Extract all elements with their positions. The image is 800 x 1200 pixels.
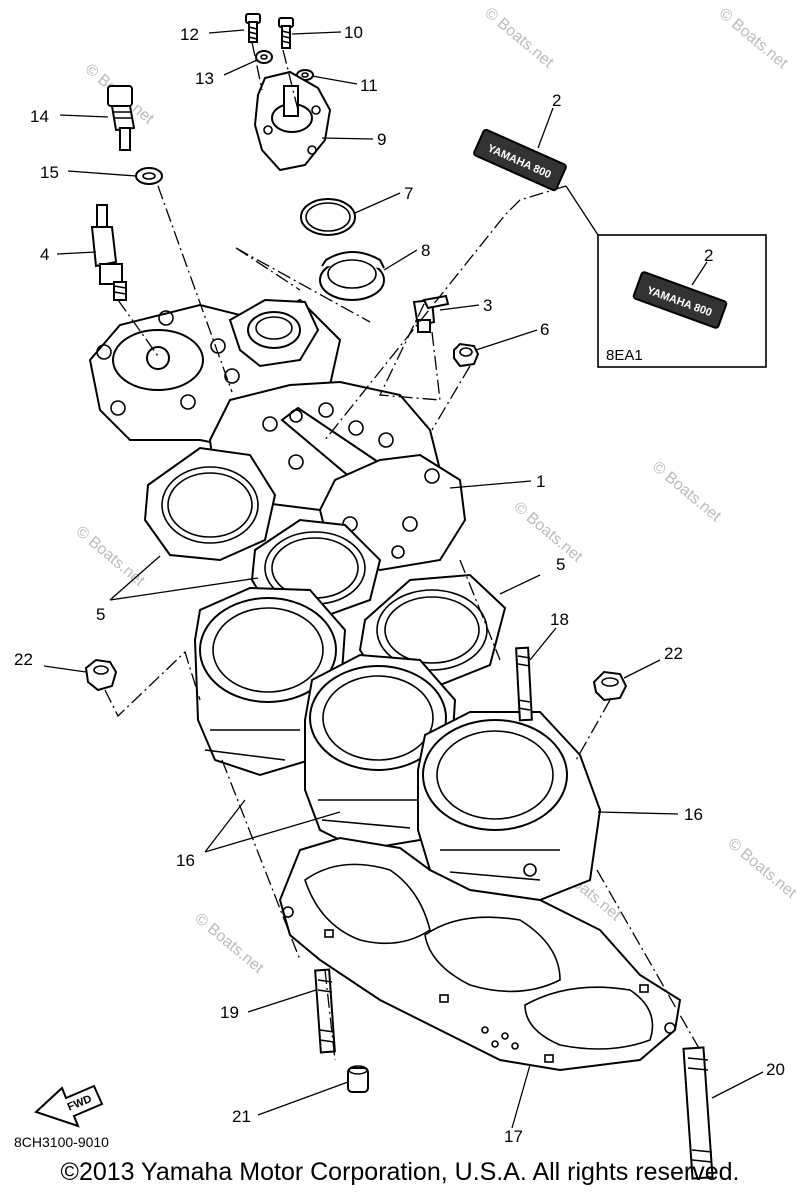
watermark-text: © Boats.net bbox=[716, 5, 792, 72]
leader-lines bbox=[43, 29, 764, 1129]
callout-1: 1 bbox=[536, 472, 545, 491]
callout-8: 8 bbox=[421, 241, 430, 260]
callout-14: 14 bbox=[30, 107, 49, 126]
callout-2-variant: 2 bbox=[704, 246, 713, 265]
callout-21: 21 bbox=[232, 1107, 251, 1126]
bolt-10 bbox=[278, 17, 294, 49]
callout-22-left: 22 bbox=[14, 650, 33, 669]
callout-16-left: 16 bbox=[176, 851, 195, 870]
stud-19 bbox=[314, 968, 336, 1054]
callout-10: 10 bbox=[344, 23, 363, 42]
assembly-lines bbox=[104, 41, 701, 1061]
o-ring-7 bbox=[300, 198, 356, 236]
callout-12: 12 bbox=[180, 25, 199, 44]
callout-16: 16 bbox=[684, 805, 703, 824]
watermark-text: © Boats.net bbox=[724, 835, 800, 902]
decal-2: YAMAHA 800 bbox=[473, 128, 567, 192]
thermo-sensor-14 bbox=[107, 85, 136, 151]
stud-18 bbox=[515, 646, 533, 722]
copyright-notice: ©2013 Yamaha Motor Corporation, U.S.A. A… bbox=[60, 1158, 740, 1186]
spark-plug-4 bbox=[90, 204, 127, 301]
callout-11: 11 bbox=[360, 76, 378, 95]
callout-5: 5 bbox=[556, 555, 565, 574]
head-gasket-5 bbox=[143, 446, 507, 687]
watermark-text: © Boats.net bbox=[649, 458, 725, 525]
callout-20: 20 bbox=[766, 1060, 785, 1079]
variant-box: YAMAHA 800 8EA1 bbox=[597, 234, 767, 368]
callout-9: 9 bbox=[377, 130, 386, 149]
thermostat-8 bbox=[319, 251, 385, 301]
hose-fitting-3 bbox=[412, 294, 450, 333]
callout-22-right: 22 bbox=[664, 644, 683, 663]
washer-15 bbox=[135, 167, 163, 185]
leader-to-box bbox=[565, 185, 599, 236]
callout-2: 2 bbox=[552, 91, 561, 110]
fwd-arrow-icon: FWD bbox=[34, 1084, 104, 1128]
cylinder-16 bbox=[193, 586, 602, 902]
callout-15: 15 bbox=[40, 163, 59, 182]
stud-20 bbox=[682, 1046, 714, 1180]
callout-18: 18 bbox=[550, 610, 569, 629]
nut-6 bbox=[453, 342, 480, 368]
callout-19: 19 bbox=[220, 1003, 239, 1022]
variant-code: 8EA1 bbox=[606, 347, 643, 364]
callout-5-left: 5 bbox=[96, 605, 105, 624]
callout-7: 7 bbox=[404, 184, 413, 203]
watermark-text: © Boats.net bbox=[510, 499, 586, 566]
callout-13: 13 bbox=[195, 69, 214, 88]
callout-3: 3 bbox=[483, 296, 492, 315]
watermark-text: © Boats.net bbox=[191, 910, 267, 977]
callout-17: 17 bbox=[504, 1127, 523, 1146]
washer-13 bbox=[255, 50, 273, 64]
thermostat-cover-9 bbox=[253, 70, 332, 172]
watermark-text: © Boats.net bbox=[72, 523, 148, 590]
nut-21 bbox=[347, 1065, 369, 1093]
callout-4: 4 bbox=[40, 245, 49, 264]
nut-22-right bbox=[592, 670, 628, 702]
bolt-12 bbox=[245, 13, 261, 43]
callout-6: 6 bbox=[540, 320, 549, 339]
nut-22-left bbox=[84, 658, 118, 692]
watermark-text: © Boats.net bbox=[481, 4, 557, 71]
callout-labels: 12 10 13 11 9 14 15 4 7 8 3 6 2 2 1 5 5 … bbox=[14, 23, 785, 1146]
base-gasket-17 bbox=[278, 836, 682, 1072]
diagram-code: 8CH3100-9010 bbox=[14, 1134, 109, 1150]
